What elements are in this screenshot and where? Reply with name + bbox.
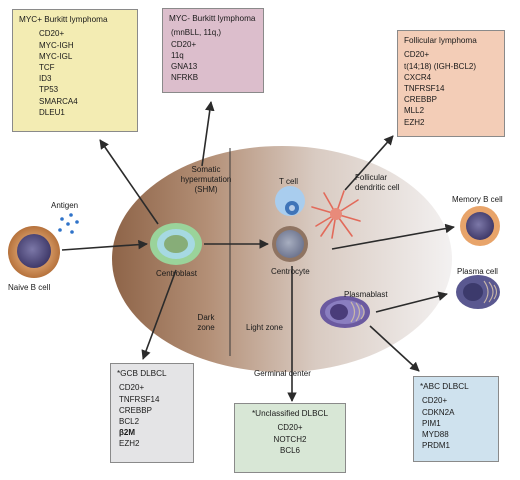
plasmablast-label: Plasmablast — [344, 290, 388, 299]
marker-item: MLL2 — [404, 106, 425, 116]
marker-item: CDKN2A — [422, 407, 455, 417]
arrow-naive-to-centroblast — [61, 239, 148, 251]
marker-item: ID3 — [39, 74, 52, 84]
germinal-center-label: Germinal center — [254, 369, 311, 378]
marker-item: CXCR4 — [404, 72, 432, 82]
marker-item: CD20+ — [404, 50, 430, 60]
myc-negative-burkitt-box: MYC- Burkitt lymphoma (mnBLL, 11q,) CD20… — [162, 8, 264, 93]
memory-b-cell-label: Memory B cell — [452, 195, 503, 204]
t-cell-icon — [275, 186, 305, 216]
plasma-cell-label: Plasma cell — [457, 267, 498, 276]
arrow-to-plasma-cell — [375, 291, 448, 313]
marker-item: CD20+ — [171, 39, 197, 49]
follicular-dendritic-cell-label: Follicular dendritic cell — [355, 173, 400, 192]
t-cell-label: T cell — [279, 177, 298, 186]
marker-item: 11q — [171, 50, 184, 60]
dark-zone-label: Dark zone — [197, 313, 215, 332]
box-title: *ABC DLBCL — [420, 382, 469, 391]
marker-item: CD20+ — [119, 383, 145, 393]
marker-item: EZH2 — [404, 117, 425, 127]
gcb-dlbcl-box: *GCB DLBCL CD20+ TNFRSF14 CREBBP BCL2 β2… — [110, 363, 194, 463]
centrocyte-label: Centrocyte — [271, 267, 310, 276]
marker-item: CD20+ — [39, 29, 65, 39]
follicular-lymphoma-box: Follicular lymphoma CD20+ t(14;18) (IGH-… — [397, 30, 505, 137]
marker-item: MYD88 — [422, 430, 449, 440]
marker-item: CD20+ — [422, 396, 448, 406]
box-title: MYC- Burkitt lymphoma — [169, 14, 256, 23]
marker-item: t(14;18) (IGH-BCL2) — [404, 61, 477, 71]
centrocyte-icon — [272, 226, 308, 262]
arrow-to-myc-positive — [99, 139, 159, 225]
antigen-dots — [58, 213, 79, 234]
marker-item: BCL6 — [279, 445, 300, 455]
naive-b-cell-icon — [8, 226, 60, 278]
unclassified-dlbcl-box: *Unclassified DLBCL CD20+ NOTCH2 BCL6 — [234, 403, 346, 473]
plasma-cell-icon — [456, 275, 500, 309]
box-title: *Unclassified DLBCL — [252, 409, 328, 418]
shm-label: Somatic hypermutation (SHM) — [180, 165, 232, 194]
marker-item: (mnBLL, 11q,) — [171, 28, 222, 38]
naive-b-cell-label: Naive B cell — [8, 283, 51, 292]
marker-item: TNFRSF14 — [119, 394, 160, 404]
arrow-to-abc — [369, 325, 420, 372]
marker-item: PIM1 — [422, 418, 441, 428]
plasmablast-icon — [320, 296, 370, 328]
arrow-shm-to-myc-negative — [201, 101, 215, 167]
myc-positive-burkitt-box: MYC+ Burkitt lymphoma CD20+ MYC-IGH MYC-… — [12, 9, 138, 132]
marker-item: EZH2 — [119, 439, 140, 449]
memory-b-cell-icon — [460, 206, 500, 246]
abc-dlbcl-box: *ABC DLBCL CD20+ CDKN2A PIM1 MYD88 PRDM1 — [413, 376, 499, 462]
centroblast-label: Centroblast — [156, 269, 197, 278]
marker-item: TP53 — [39, 85, 59, 95]
box-title: *GCB DLBCL — [117, 369, 167, 378]
marker-item: MYC-IGH — [39, 40, 74, 50]
marker-item: TCF — [39, 63, 55, 73]
marker-item: GNA13 — [171, 62, 198, 72]
box-title: MYC+ Burkitt lymphoma — [19, 15, 108, 24]
marker-item: CREBBP — [119, 405, 152, 415]
marker-item: β2M — [119, 428, 135, 438]
marker-item: NOTCH2 — [273, 434, 307, 444]
marker-item: MYC-IGL — [39, 51, 73, 61]
centroblast-icon — [150, 223, 202, 265]
follicular-dendritic-cell-icon — [311, 190, 361, 239]
marker-item: DLEU1 — [39, 107, 65, 117]
marker-item: PRDM1 — [422, 441, 451, 451]
marker-item: BCL2 — [119, 417, 140, 427]
arrow-to-gcb — [141, 269, 177, 360]
box-title: Follicular lymphoma — [404, 36, 477, 45]
marker-item: TNFRSF14 — [404, 84, 445, 94]
marker-item: CD20+ — [277, 423, 303, 433]
marker-item: NFRKB — [171, 73, 199, 83]
arrow-to-follicular — [344, 135, 394, 191]
marker-item: SMARCA4 — [39, 96, 78, 106]
arrow-to-memory-b — [331, 223, 455, 250]
light-zone-label: Light zone — [246, 323, 283, 332]
antigen-label: Antigen — [51, 201, 79, 210]
marker-item: CREBBP — [404, 95, 437, 105]
